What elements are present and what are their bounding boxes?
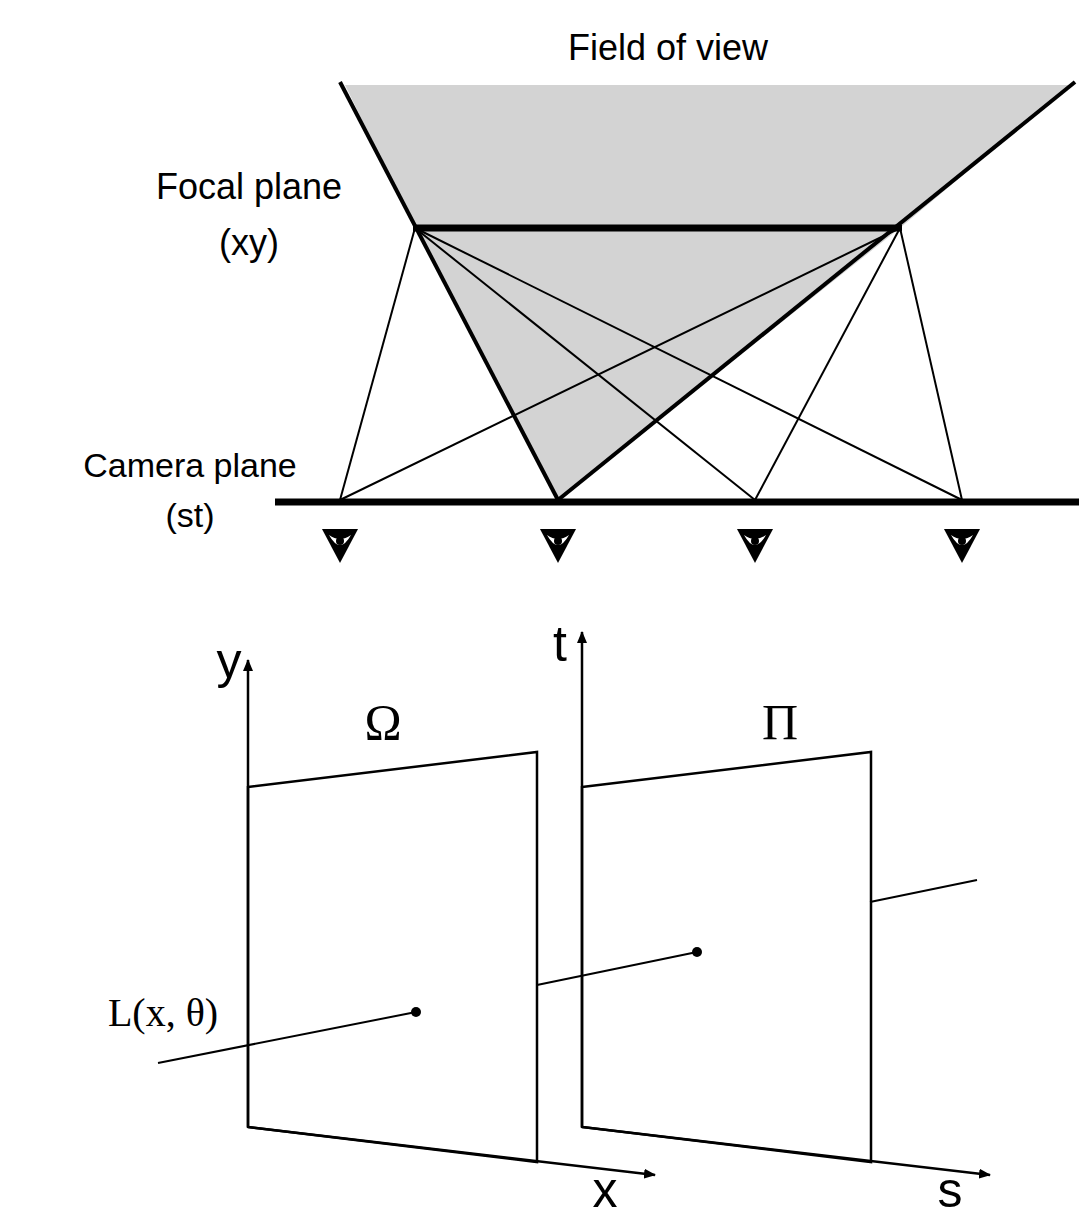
axis-label: x [593, 1163, 618, 1221]
ray-label: L(x, θ) [108, 990, 218, 1036]
axes [248, 632, 990, 1175]
axis-label: s [938, 1163, 963, 1221]
intersection-dot [692, 947, 702, 957]
camera-plane-line [275, 499, 1079, 506]
figure-heading: Field of view [568, 27, 768, 68]
light-ray [158, 880, 977, 1063]
axis-label: y [217, 633, 242, 691]
plane-symbol: Ω [364, 695, 401, 750]
axis-label: t [553, 616, 567, 674]
eye-icons [322, 529, 980, 563]
plane-outline [248, 700, 538, 1165]
focal-plane-line [413, 225, 902, 232]
plane-symbol: Π [762, 695, 798, 750]
plane-outline [582, 700, 872, 1165]
plane-label: Focal plane (xy) [129, 159, 369, 271]
plane-parallelogram [582, 752, 871, 1162]
plane-node: Ω [248, 700, 538, 1165]
intersection-dot [411, 1007, 421, 1017]
plane-node: Π [582, 700, 872, 1165]
frustum-edges [340, 82, 1075, 500]
plane-label: Camera plane (st) [55, 440, 325, 540]
camera-rays [340, 228, 962, 500]
plane-parallelogram [248, 752, 537, 1162]
field-of-view-region [345, 85, 1070, 228]
